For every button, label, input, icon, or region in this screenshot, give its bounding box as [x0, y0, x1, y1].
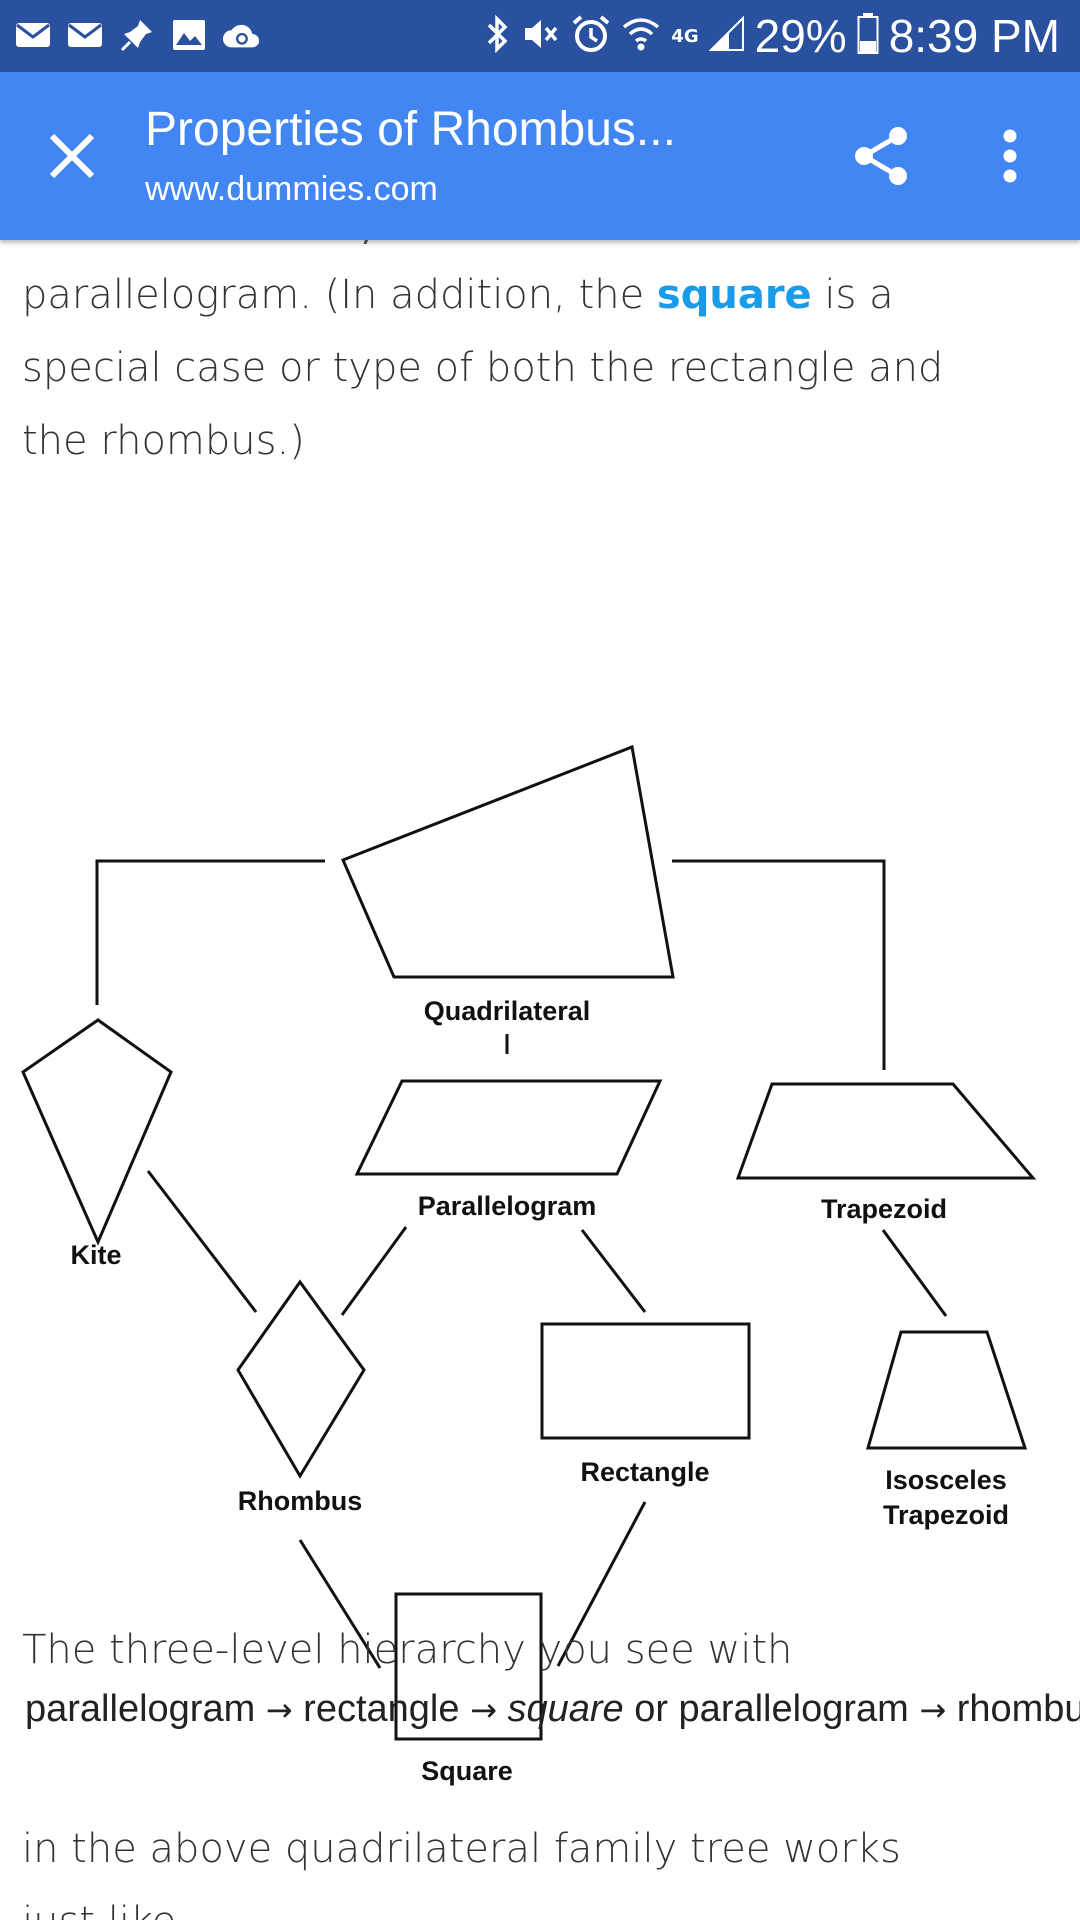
gmail-icon	[66, 16, 104, 54]
square-label: Square	[421, 1756, 513, 1786]
isosceles-label: Isosceles	[885, 1465, 1007, 1495]
paragraph-line: in the above quadrilateral family tree w…	[22, 1826, 901, 1872]
cloud-sync-icon	[222, 16, 260, 54]
mail-icon	[14, 16, 52, 54]
battery-icon	[857, 13, 879, 59]
scrolled-text-remnant	[363, 240, 378, 244]
quadrilateral-family-tree-diagram: Quadrilateral Parallelogram Trapezoid Ki…	[21, 744, 1037, 1786]
status-bar: 4G 29% 8:39 PM	[0, 0, 1080, 72]
square-shape	[394, 1592, 543, 1741]
close-icon	[49, 133, 95, 179]
page-url: www.dummies.com	[145, 170, 438, 208]
isosceles-trapezoid-label: Trapezoid	[883, 1500, 1009, 1530]
network-type: 4G	[671, 25, 699, 47]
paragraph-line: just like	[22, 1886, 176, 1920]
trapezoid-shape	[735, 1082, 1037, 1180]
parallelogram-shape	[354, 1079, 663, 1176]
notification-icons	[14, 16, 260, 54]
rectangle-label: Rectangle	[580, 1457, 709, 1487]
custom-tab-toolbar: Properties of Rhombus... www.dummies.com	[0, 72, 1080, 240]
kite-label: Kite	[70, 1240, 121, 1270]
share-button[interactable]	[850, 124, 914, 188]
rhombus-shape	[236, 1279, 366, 1479]
paragraph-line: the rhombus.)	[22, 418, 305, 464]
rectangle-shape	[540, 1322, 751, 1440]
hierarchy-formula: parallelogram → rectangle → square or pa…	[25, 1688, 1080, 1730]
battery-percent: 29%	[754, 10, 847, 62]
kite-shape	[21, 1018, 173, 1246]
paragraph-line: special case or type of both the rectang…	[22, 345, 944, 391]
alarm-icon	[571, 14, 611, 58]
quadrilateral-shape	[341, 744, 675, 979]
isosceles-trapezoid-shape	[866, 1330, 1028, 1450]
quadrilateral-label: Quadrilateral	[424, 996, 591, 1026]
trapezoid-label: Trapezoid	[821, 1194, 947, 1224]
clock: 8:39 PM	[888, 10, 1060, 62]
system-status: 4G 29% 8:39 PM	[485, 0, 1060, 72]
parallelogram-label: Parallelogram	[418, 1191, 597, 1221]
paragraph-line: The three-level hierarchy you see with	[22, 1627, 793, 1673]
article-content: parallelogram. (In addition, the square …	[0, 240, 1080, 1920]
gallery-icon	[170, 16, 208, 54]
square-link[interactable]: square	[656, 272, 812, 318]
more-options-button[interactable]	[985, 124, 1035, 188]
paragraph-line: parallelogram. (In addition, the square …	[22, 272, 894, 318]
more-vert-icon	[1003, 129, 1017, 183]
rhombus-label: Rhombus	[238, 1486, 363, 1516]
page-title: Properties of Rhombus...	[145, 103, 676, 156]
wifi-icon	[621, 15, 661, 57]
share-icon	[855, 127, 907, 185]
bluetooth-icon	[485, 14, 511, 58]
signal-icon	[708, 15, 745, 56]
pin-icon	[118, 16, 156, 54]
close-button[interactable]	[40, 124, 104, 188]
mute-icon	[521, 15, 561, 57]
